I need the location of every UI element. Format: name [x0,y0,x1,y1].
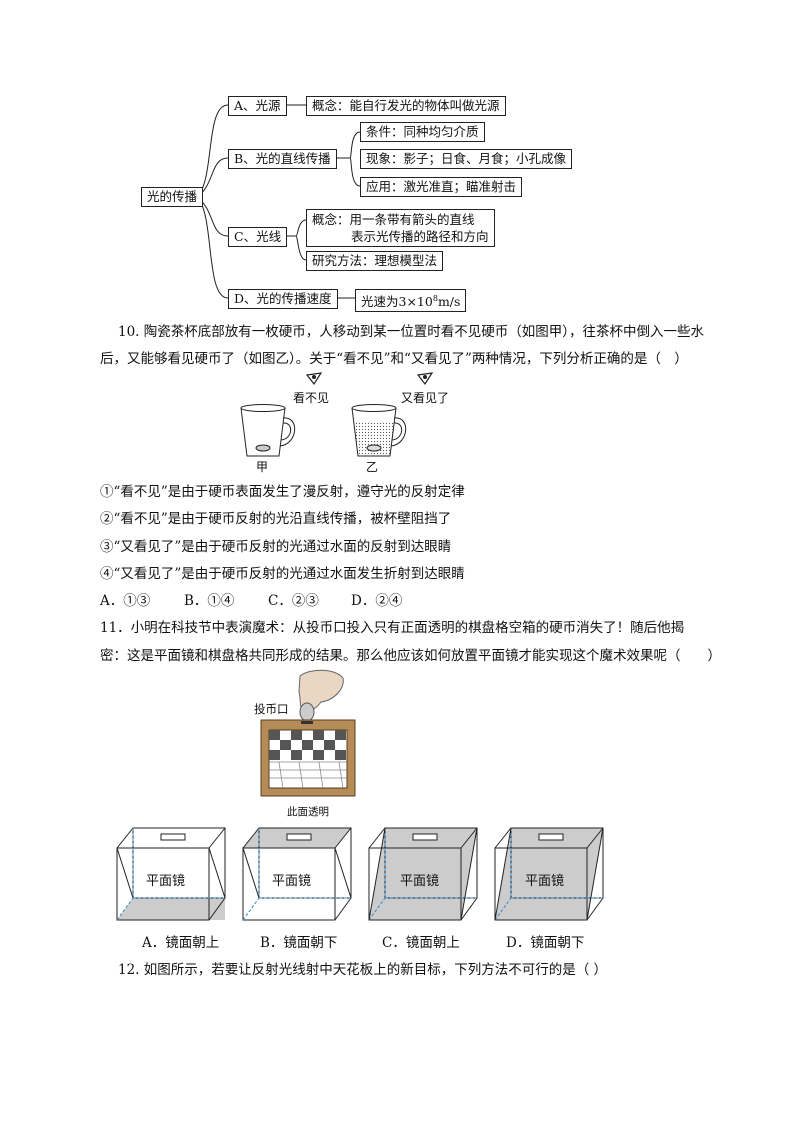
concept-b-phenomenon: 现象：影子；日食、月食；小孔成像 [360,149,573,169]
q10-statement-4: ④“又看见了”是由于硬币反射的光通过水面发生折射到达眼睛 [100,566,465,582]
q10-option-a[interactable]: A．①③ [100,593,151,609]
speed-exponent: 8 [432,294,438,303]
mirror-label-b: 平面镜 [272,874,312,889]
concept-c-line1: 概念：用一条带有箭头的直线 [312,212,475,227]
concept-c-detail: 概念：用一条带有箭头的直线 表示光传播的路径和方向 [306,209,495,247]
cup-a-figure [240,404,296,457]
mirror-label-a: 平面镜 [146,874,186,889]
box-option-d [494,827,604,921]
checkerboard-grid [269,730,347,789]
concept-d-title: D、光的传播速度 [228,289,338,309]
q10-statement-3: ③“又看见了”是由于硬币反射的光通过水面的反射到达眼睛 [100,539,452,555]
concept-b-condition: 条件：同种均匀介质 [360,122,485,142]
eye-icon [416,372,434,386]
concept-c-line2: 表示光传播的路径和方向 [351,229,489,244]
eye-icon [305,372,323,386]
cup-b-label: 乙 [366,460,379,474]
box-option-a [116,827,226,921]
q10-option-c[interactable]: C．②③ [268,593,319,609]
q10-statement-2: ②“看不见”是由于硬币反射的光沿直线传播，被杯壁阻挡了 [100,511,452,527]
speed-unit: m/s [437,294,461,310]
mirror-label-d: 平面镜 [525,874,565,889]
q10-option-b[interactable]: B．①④ [184,593,235,609]
concept-a-title: A、光源 [228,96,287,116]
q10-stem-line2: 后，又能够看见硬币了（如图乙）。关于“看不见”和“又看见了”两种情况，下列分析正… [100,351,688,367]
q11-option-b[interactable]: B．镜面朝下 [260,935,338,951]
label-coin-slot: 投币口 [254,702,289,716]
q11-option-c[interactable]: C．镜面朝上 [382,935,460,951]
box-option-c [368,827,478,921]
concept-root: 光的传播 [141,187,204,207]
concept-c-method: 研究方法：理想模型法 [306,251,444,271]
q11-option-d[interactable]: D．镜面朝下 [506,935,585,951]
label-cannot-see: 看不见 [293,391,330,405]
q10-statement-1: ①“看不见”是由于硬币表面发生了漫反射，遵守光的反射定律 [100,484,465,500]
concept-a-detail: 概念：能自行发光的物体叫做光源 [306,96,506,116]
mirror-label-c: 平面镜 [400,874,440,889]
q10-option-d[interactable]: D．②④ [351,593,403,609]
box-option-b [242,827,352,921]
q12-stem: 12. 如图所示，若要让反射光线射中天花板上的新目标，下列方法不可行的是（ ） [118,962,608,978]
cup-a-label: 甲 [256,460,269,474]
q11-option-a[interactable]: A．镜面朝上 [142,935,220,951]
speed-prefix: 光速为3×10 [361,294,433,310]
q10-stem-line1: 10. 陶瓷茶杯底部放有一枚硬币，人移动到某一位置时看不见硬币（如图甲），往茶杯… [118,324,705,340]
concept-c-title: C、光线 [228,227,288,247]
concept-b-application: 应用：激光准直；瞄准射击 [360,177,523,197]
label-see-again: 又看见了 [401,391,450,405]
concept-b-title: B、光的直线传播 [228,149,337,169]
cup-b-figure [351,404,407,457]
q11-stem-line2: 密：这是平面镜和棋盘格共同形成的结果。那么他应该如何放置平面镜才能实现这个魔术效… [100,648,721,664]
label-transparent-face: 此面透明 [287,806,329,818]
q11-stem-line1: 11．小明在科技节中表演魔术：从投币口投入只有正面透明的棋盘格空箱的硬币消失了！… [100,620,685,636]
concept-d-detail: 光速为3×108m/s [355,289,467,313]
